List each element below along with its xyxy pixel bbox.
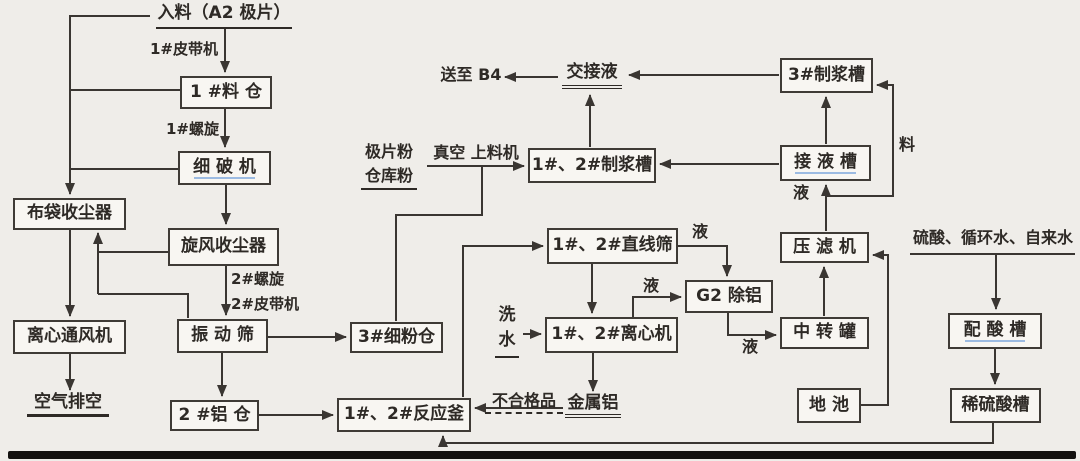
node-zhongzhuanguan: 中 转 罐 bbox=[780, 317, 869, 349]
node-buhegepin: 不合格品 bbox=[485, 391, 563, 414]
node-peisuancao: 配 酸 槽 bbox=[948, 313, 1042, 349]
edge-label-8: 液 bbox=[742, 337, 759, 356]
edge-label-3: 2#皮带机 bbox=[231, 295, 300, 313]
node-budai: 布袋收尘器 bbox=[13, 198, 126, 230]
node-label: 接 液 槽 bbox=[794, 152, 857, 173]
node-label: 入料（A2 极片） bbox=[157, 3, 291, 23]
node-label: G2 除铝 bbox=[696, 285, 762, 306]
node-yalvji: 压 滤 机 bbox=[780, 232, 869, 263]
node-label: 金属铝 bbox=[567, 393, 619, 413]
node-zhenkongshangliaoji: 真空 上料机 bbox=[426, 143, 526, 164]
bottom-rule bbox=[8, 451, 1076, 459]
node-label: 硫酸、循环水、自来水 bbox=[912, 228, 1073, 247]
node-jipianfen: 极片粉 bbox=[361, 142, 417, 164]
node-xifencang3: 3#细粉仓 bbox=[350, 322, 443, 353]
node-label: 送至 B4 bbox=[440, 65, 502, 84]
node-label: 细 破 机 bbox=[193, 157, 256, 178]
node-label: 离心通风机 bbox=[27, 326, 112, 347]
node-liusuanheader: 硫酸、循环水、自来水 bbox=[907, 228, 1079, 252]
node-label: 中 转 罐 bbox=[793, 322, 856, 343]
node-xi: 洗 bbox=[495, 305, 519, 330]
node-lixintongfengji: 离心通风机 bbox=[13, 320, 126, 354]
node-label: 洗 bbox=[498, 305, 516, 325]
node-cangkufen: 仓库粉 bbox=[361, 166, 417, 190]
node-label: 1#、2#反应釜 bbox=[343, 404, 465, 425]
node-kongqipaikong: 空气排空 bbox=[27, 392, 109, 417]
node-liaocang1: 1 #料 仓 bbox=[180, 76, 272, 109]
node-label: 振 动 筛 bbox=[191, 325, 254, 346]
edge-label-5: 液 bbox=[793, 183, 810, 202]
node-zhendongshai: 振 动 筛 bbox=[177, 319, 268, 353]
node-label: 1#、2#离心机 bbox=[551, 324, 672, 345]
plain-wires bbox=[70, 89, 1075, 321]
node-label: 真空 上料机 bbox=[433, 143, 519, 162]
node-label: 交接液 bbox=[566, 62, 618, 82]
node-zhijiangcao3: 3#制浆槽 bbox=[780, 58, 873, 93]
node-dichi: 地 池 bbox=[797, 388, 861, 423]
node-label: 空气排空 bbox=[34, 392, 102, 412]
edge-label-7: 液 bbox=[643, 276, 660, 295]
node-xiliusuancao: 稀硫酸槽 bbox=[950, 388, 1041, 423]
node-zhijiangcao12: 1#、2#制浆槽 bbox=[528, 148, 656, 183]
node-jinshulv: 金属铝 bbox=[565, 393, 621, 418]
node-lixinji: 1#、2#离心机 bbox=[545, 317, 678, 353]
edge-label-2: 2#螺旋 bbox=[231, 270, 285, 288]
edge-label-6: 液 bbox=[692, 222, 709, 241]
node-lvcang2: 2 #铝 仓 bbox=[170, 400, 259, 431]
edge-label-0: 1#皮带机 bbox=[150, 40, 219, 58]
node-label: 3#制浆槽 bbox=[787, 64, 866, 85]
node-label: 极片粉 bbox=[364, 142, 413, 161]
node-label: 仓库粉 bbox=[364, 166, 413, 185]
node-label: 配 酸 槽 bbox=[963, 320, 1027, 341]
node-shui: 水 bbox=[495, 330, 519, 358]
node-label: 地 池 bbox=[809, 394, 849, 415]
node-label: 稀硫酸槽 bbox=[961, 394, 1030, 415]
node-jiaojieye: 交接液 bbox=[562, 62, 622, 89]
node-label: 压 滤 机 bbox=[793, 236, 856, 257]
node-xipoji: 细 破 机 bbox=[178, 151, 271, 185]
node-g2chulv: G2 除铝 bbox=[685, 280, 773, 313]
node-label: 水 bbox=[498, 330, 516, 350]
node-jieyecao: 接 液 槽 bbox=[780, 145, 871, 181]
node-label: 3#细粉仓 bbox=[357, 326, 436, 347]
node-label: 2 #铝 仓 bbox=[178, 404, 251, 425]
node-label: 旋风收尘器 bbox=[181, 236, 266, 257]
node-label: 1#、2#直线筛 bbox=[552, 235, 673, 256]
node-label: 1#、2#制浆槽 bbox=[531, 154, 653, 175]
node-zhixianshai: 1#、2#直线筛 bbox=[547, 228, 678, 264]
node-label: 布袋收尘器 bbox=[27, 203, 112, 224]
node-songzhiB4: 送至 B4 bbox=[440, 65, 502, 88]
node-fanyingfu: 1#、2#反应釜 bbox=[337, 398, 471, 432]
node-label: 不合格品 bbox=[491, 391, 556, 410]
edge-label-4: 料 bbox=[899, 135, 916, 154]
node-label: 1 #料 仓 bbox=[190, 81, 262, 102]
node-xuanfeng: 旋风收尘器 bbox=[168, 228, 279, 266]
node-ruliao: 入料（A2 极片） bbox=[156, 3, 292, 29]
edge-label-1: 1#螺旋 bbox=[166, 120, 220, 138]
